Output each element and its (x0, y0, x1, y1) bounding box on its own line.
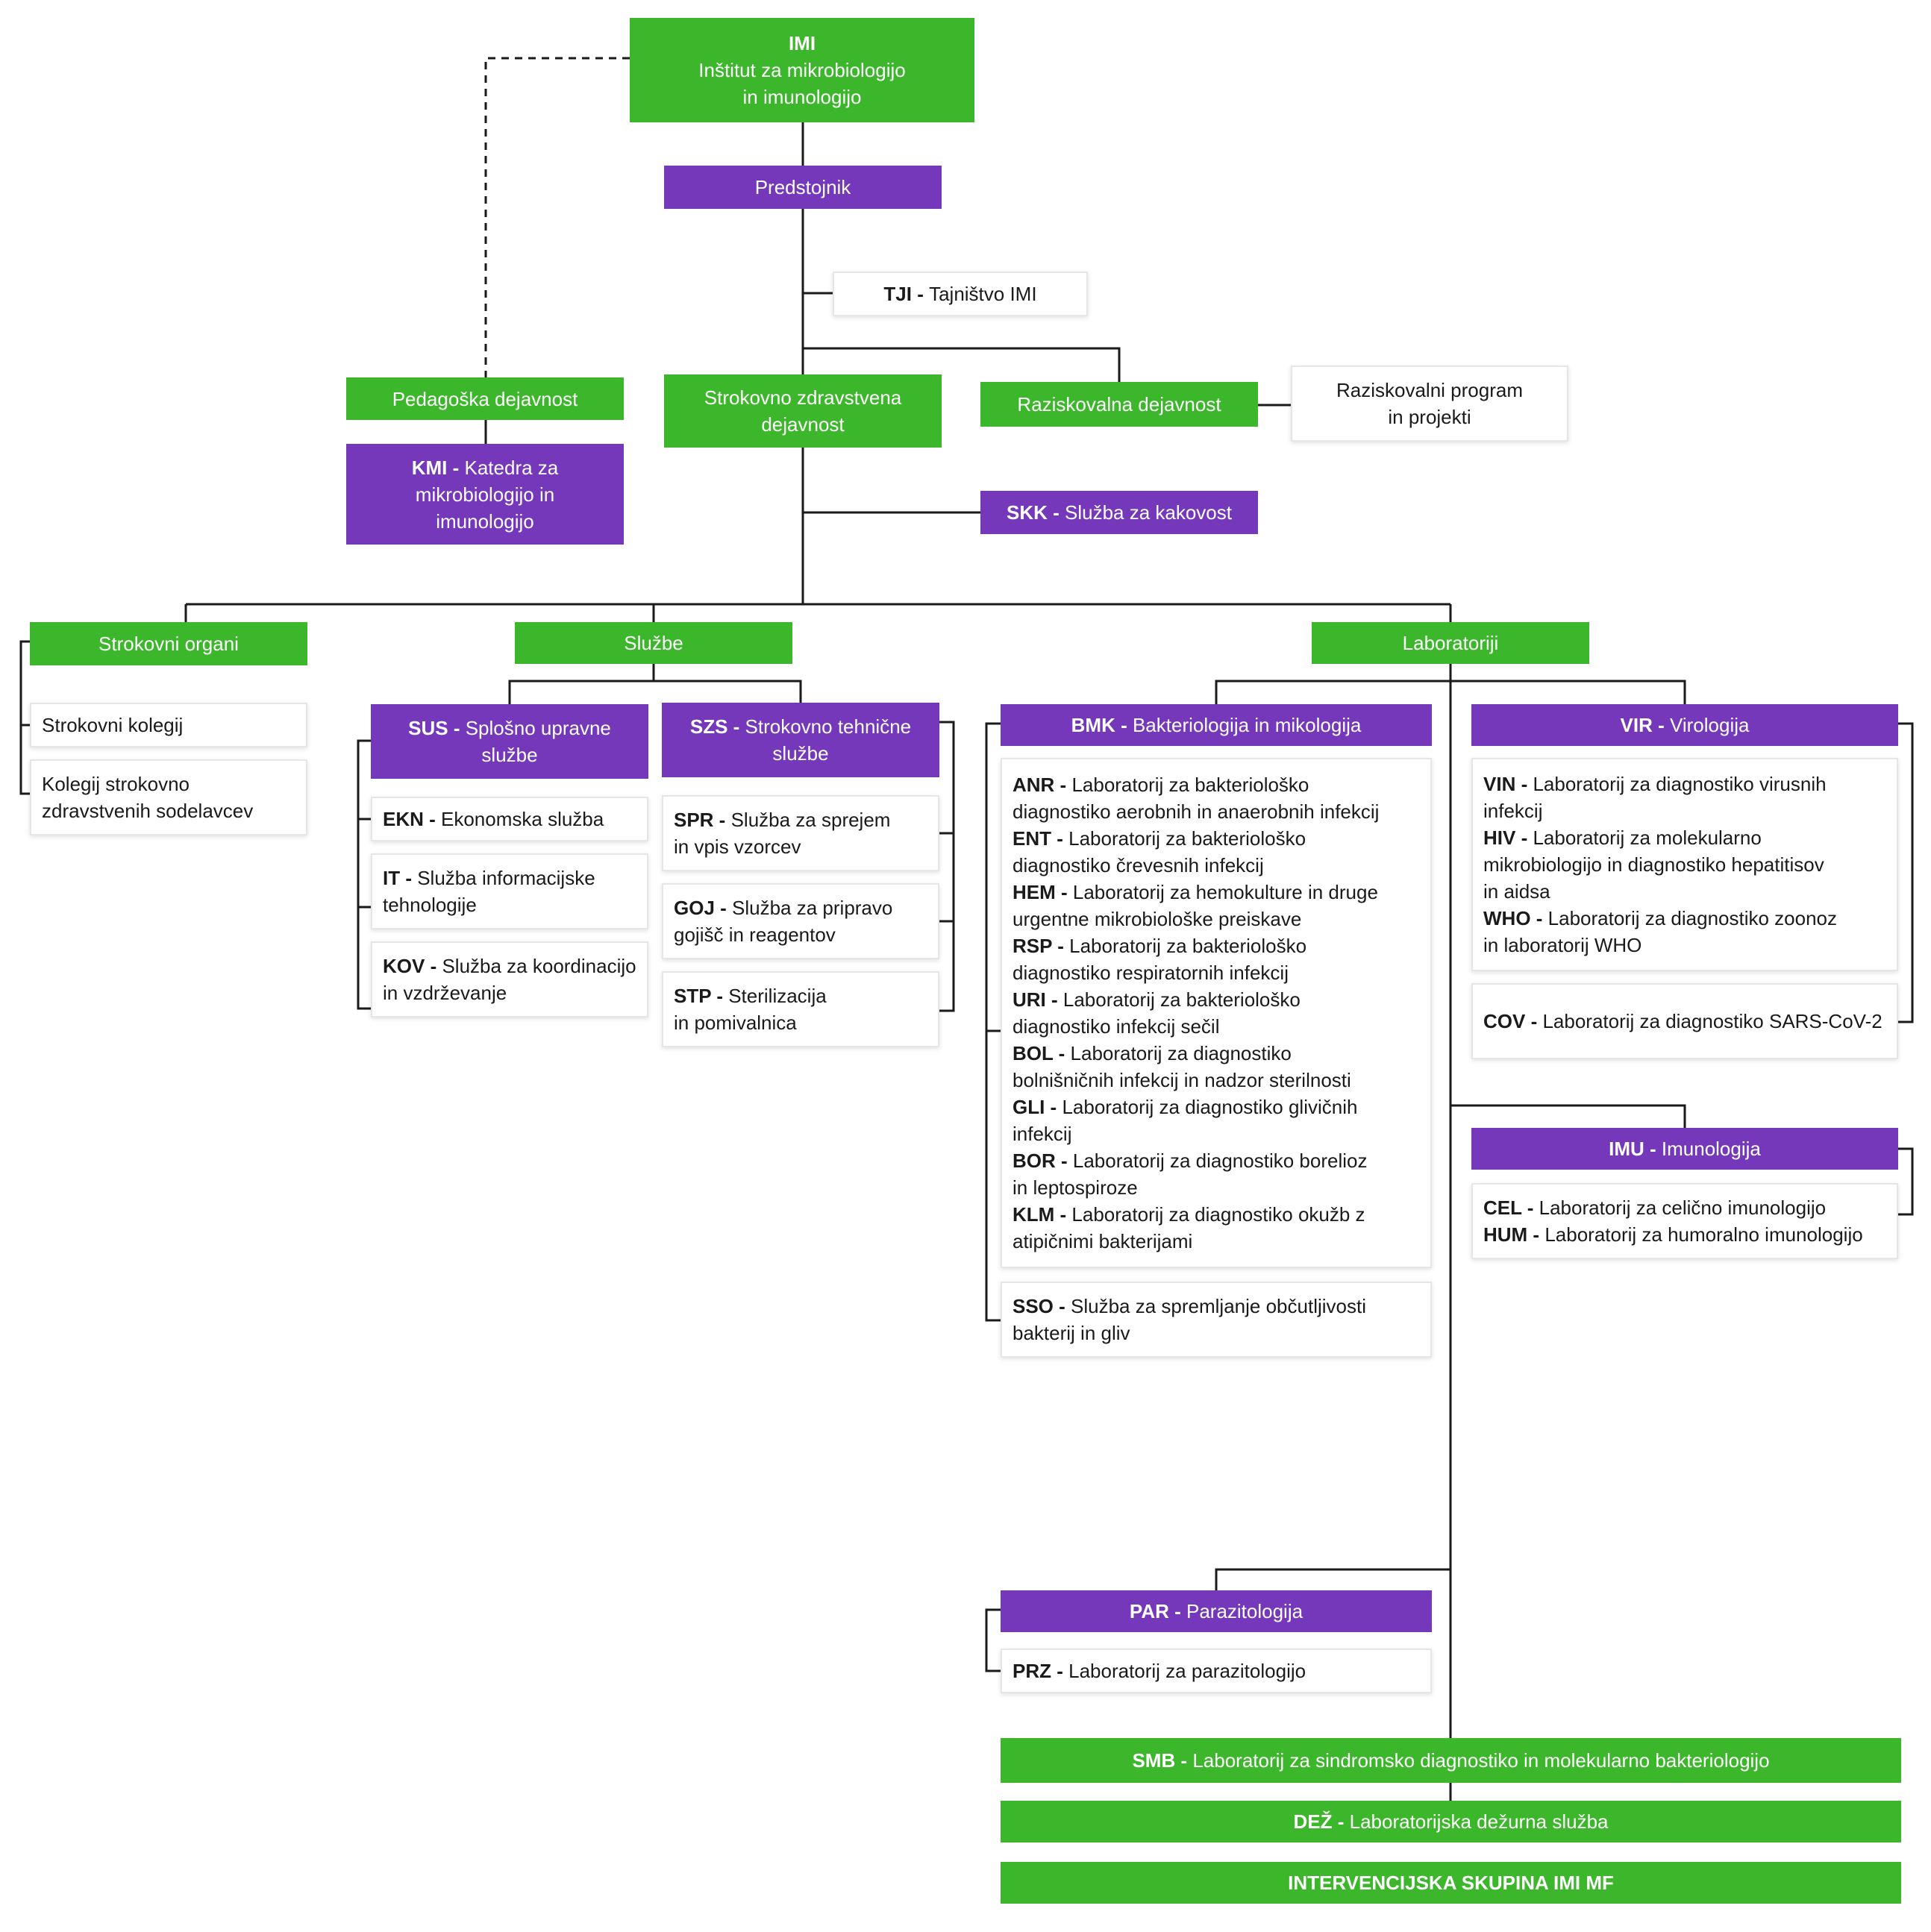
it-line1: IT - Služba informacijske (383, 867, 595, 889)
kolegij-sodelavcev-line1: Kolegij strokovno (42, 773, 190, 795)
prz-box[interactable]: PRZ - Laboratorij za parazitologijo (1001, 1649, 1432, 1693)
sluzbe-box[interactable]: Službe (515, 622, 792, 664)
imu-lab-hum: HUM - Laboratorij za humoralno imunologi… (1483, 1223, 1863, 1246)
smb-box[interactable]: SMB - Laboratorij za sindromsko diagnost… (1001, 1738, 1901, 1783)
bmk-lab-bor: BOR - Laboratorij za diagnostiko borelio… (1013, 1150, 1368, 1199)
imi-box[interactable]: IMI Inštitut za mikrobiologijo in imunol… (630, 18, 974, 122)
sus-box[interactable]: SUS - Splošno upravne službe (371, 704, 648, 779)
sso-line1: SSO - Služba za spremljanje občutljivost… (1013, 1295, 1366, 1317)
sus-line2: službe (481, 744, 538, 766)
kov-line1: KOV - Služba za koordinacijo (383, 955, 636, 977)
kolegij-sodelavcev-line2: zdravstvenih sodelavcev (42, 800, 254, 822)
vir-labs-box[interactable]: VIN - Laboratorij za diagnostiko virusni… (1471, 758, 1898, 971)
raziskovalni-program-box[interactable]: Raziskovalni program in projekti (1291, 366, 1568, 442)
kolegij-sodelavcev-box[interactable]: Kolegij strokovno zdravstvenih sodelavce… (30, 759, 307, 835)
raziskovalni-program-line2: in projekti (1388, 406, 1471, 428)
intervencijska-label: INTERVENCIJSKA SKUPINA IMI MF (1288, 1872, 1614, 1894)
strokovno-zdravstvena-line1: Strokovno zdravstvena (704, 386, 902, 409)
cov-label: COV - Laboratorij za diagnostiko SARS-Co… (1483, 1010, 1883, 1032)
dez-label: DEŽ - Laboratorijska dežurna služba (1293, 1810, 1609, 1833)
it-box[interactable]: IT - Služba informacijske tehnologije (371, 853, 648, 929)
pedagoska-box[interactable]: Pedagoška dejavnost (346, 377, 624, 420)
sso-box[interactable]: SSO - Služba za spremljanje občutljivost… (1001, 1282, 1432, 1358)
predstojnik-box[interactable]: Predstojnik (664, 166, 942, 209)
vir-lab-vin: VIN - Laboratorij za diagnostiko virusni… (1483, 773, 1827, 822)
dez-box[interactable]: DEŽ - Laboratorijska dežurna služba (1001, 1801, 1901, 1842)
imi-name-line2: in imunologijo (742, 86, 862, 108)
goj-box[interactable]: GOJ - Služba za pripravo gojišč in reage… (662, 883, 939, 959)
imu-lab-cel: CEL - Laboratorij za celično imunologijo (1483, 1196, 1827, 1219)
imu-box[interactable]: IMU - Imunologija (1471, 1128, 1898, 1170)
strokovni-organi-label: Strokovni organi (98, 633, 239, 655)
predstojnik-label: Predstojnik (754, 176, 851, 198)
stp-box[interactable]: STP - Sterilizacija in pomivalnica (662, 971, 939, 1047)
kmi-line3: imunologijo (436, 509, 534, 533)
bmk-lab-gli: GLI - Laboratorij za diagnostiko glivičn… (1013, 1096, 1358, 1145)
imi-code: IMI (788, 32, 816, 54)
kov-box[interactable]: KOV - Služba za koordinacijo in vzdrževa… (371, 941, 648, 1017)
szs-line1: SZS - Strokovno tehnične (689, 715, 912, 738)
skk-label: SKK - Služba za kakovost (1006, 501, 1232, 524)
goj-line1: GOJ - Služba za pripravo (674, 897, 893, 919)
intervencijska-box[interactable]: INTERVENCIJSKA SKUPINA IMI MF (1001, 1862, 1901, 1904)
strokovno-zdravstvena-box[interactable]: Strokovno zdravstvena dejavnost (664, 374, 942, 448)
vir-box[interactable]: VIR - Virologija (1471, 704, 1898, 746)
ekn-box[interactable]: EKN - Ekonomska služba (371, 797, 648, 841)
raziskovalna-label: Raziskovalna dejavnost (1017, 393, 1221, 415)
ekn-label: EKN - Ekonomska služba (383, 808, 604, 830)
vir-label: VIR - Virologija (1620, 714, 1750, 736)
smb-label: SMB - Laboratorij za sindromsko diagnost… (1132, 1749, 1770, 1772)
szs-box[interactable]: SZS - Strokovno tehnične službe (662, 703, 939, 777)
par-box[interactable]: PAR - Parazitologija (1001, 1590, 1432, 1632)
raziskovalni-program-line1: Raziskovalni program (1336, 379, 1523, 401)
spr-line1: SPR - Služba za sprejem (674, 809, 891, 831)
bmk-lab-hem: HEM - Laboratorij za hemokulture in drug… (1013, 881, 1378, 930)
sus-line1: SUS - Splošno upravne (408, 717, 611, 739)
bmk-label: BMK - Bakteriologija in mikologija (1071, 714, 1362, 736)
imu-label: IMU - Imunologija (1609, 1138, 1761, 1160)
kmi-line1: KMI - Katedra za (411, 456, 559, 479)
pedagoska-label: Pedagoška dejavnost (392, 387, 578, 410)
laboratoriji-box[interactable]: Laboratoriji (1312, 622, 1589, 664)
raziskovalna-box[interactable]: Raziskovalna dejavnost (980, 382, 1258, 427)
it-line2: tehnologije (383, 894, 477, 916)
tji-label: TJI - Tajništvo IMI (883, 283, 1037, 305)
skk-box[interactable]: SKK - Služba za kakovost (980, 491, 1258, 534)
imu-labs-box[interactable]: CEL - Laboratorij za celično imunologijo… (1471, 1183, 1898, 1259)
goj-line2: gojišč in reagentov (674, 923, 836, 946)
strokovni-kolegij-label: Strokovni kolegij (42, 714, 184, 736)
strokovni-organi-box[interactable]: Strokovni organi (30, 622, 307, 665)
sso-line2: bakterij in gliv (1013, 1322, 1130, 1344)
szs-line2: službe (772, 742, 829, 765)
stp-line1: STP - Sterilizacija (674, 985, 827, 1007)
prz-label: PRZ - Laboratorij za parazitologijo (1013, 1660, 1306, 1682)
par-label: PAR - Parazitologija (1129, 1600, 1303, 1622)
strokovni-kolegij-box[interactable]: Strokovni kolegij (30, 703, 307, 747)
kmi-box[interactable]: KMI - Katedra za mikrobiologijo in imuno… (346, 444, 624, 545)
cov-box[interactable]: COV - Laboratorij za diagnostiko SARS-Co… (1471, 983, 1898, 1059)
kmi-line2: mikrobiologijo in (415, 483, 555, 506)
kov-line2: in vzdrževanje (383, 982, 507, 1004)
sluzbe-label: Službe (624, 632, 683, 654)
spr-box[interactable]: SPR - Služba za sprejem in vpis vzorcev (662, 795, 939, 871)
laboratoriji-label: Laboratoriji (1402, 632, 1499, 654)
bmk-box[interactable]: BMK - Bakteriologija in mikologija (1001, 704, 1432, 746)
strokovno-zdravstvena-line2: dejavnost (761, 413, 845, 436)
imi-name-line1: Inštitut za mikrobiologijo (698, 59, 906, 81)
spr-line2: in vpis vzorcev (674, 835, 801, 858)
tji-box[interactable]: TJI - Tajništvo IMI (833, 272, 1088, 316)
stp-line2: in pomivalnica (674, 1012, 797, 1034)
bmk-lab-klm: KLM - Laboratorij za diagnostiko okužb z… (1013, 1203, 1365, 1252)
